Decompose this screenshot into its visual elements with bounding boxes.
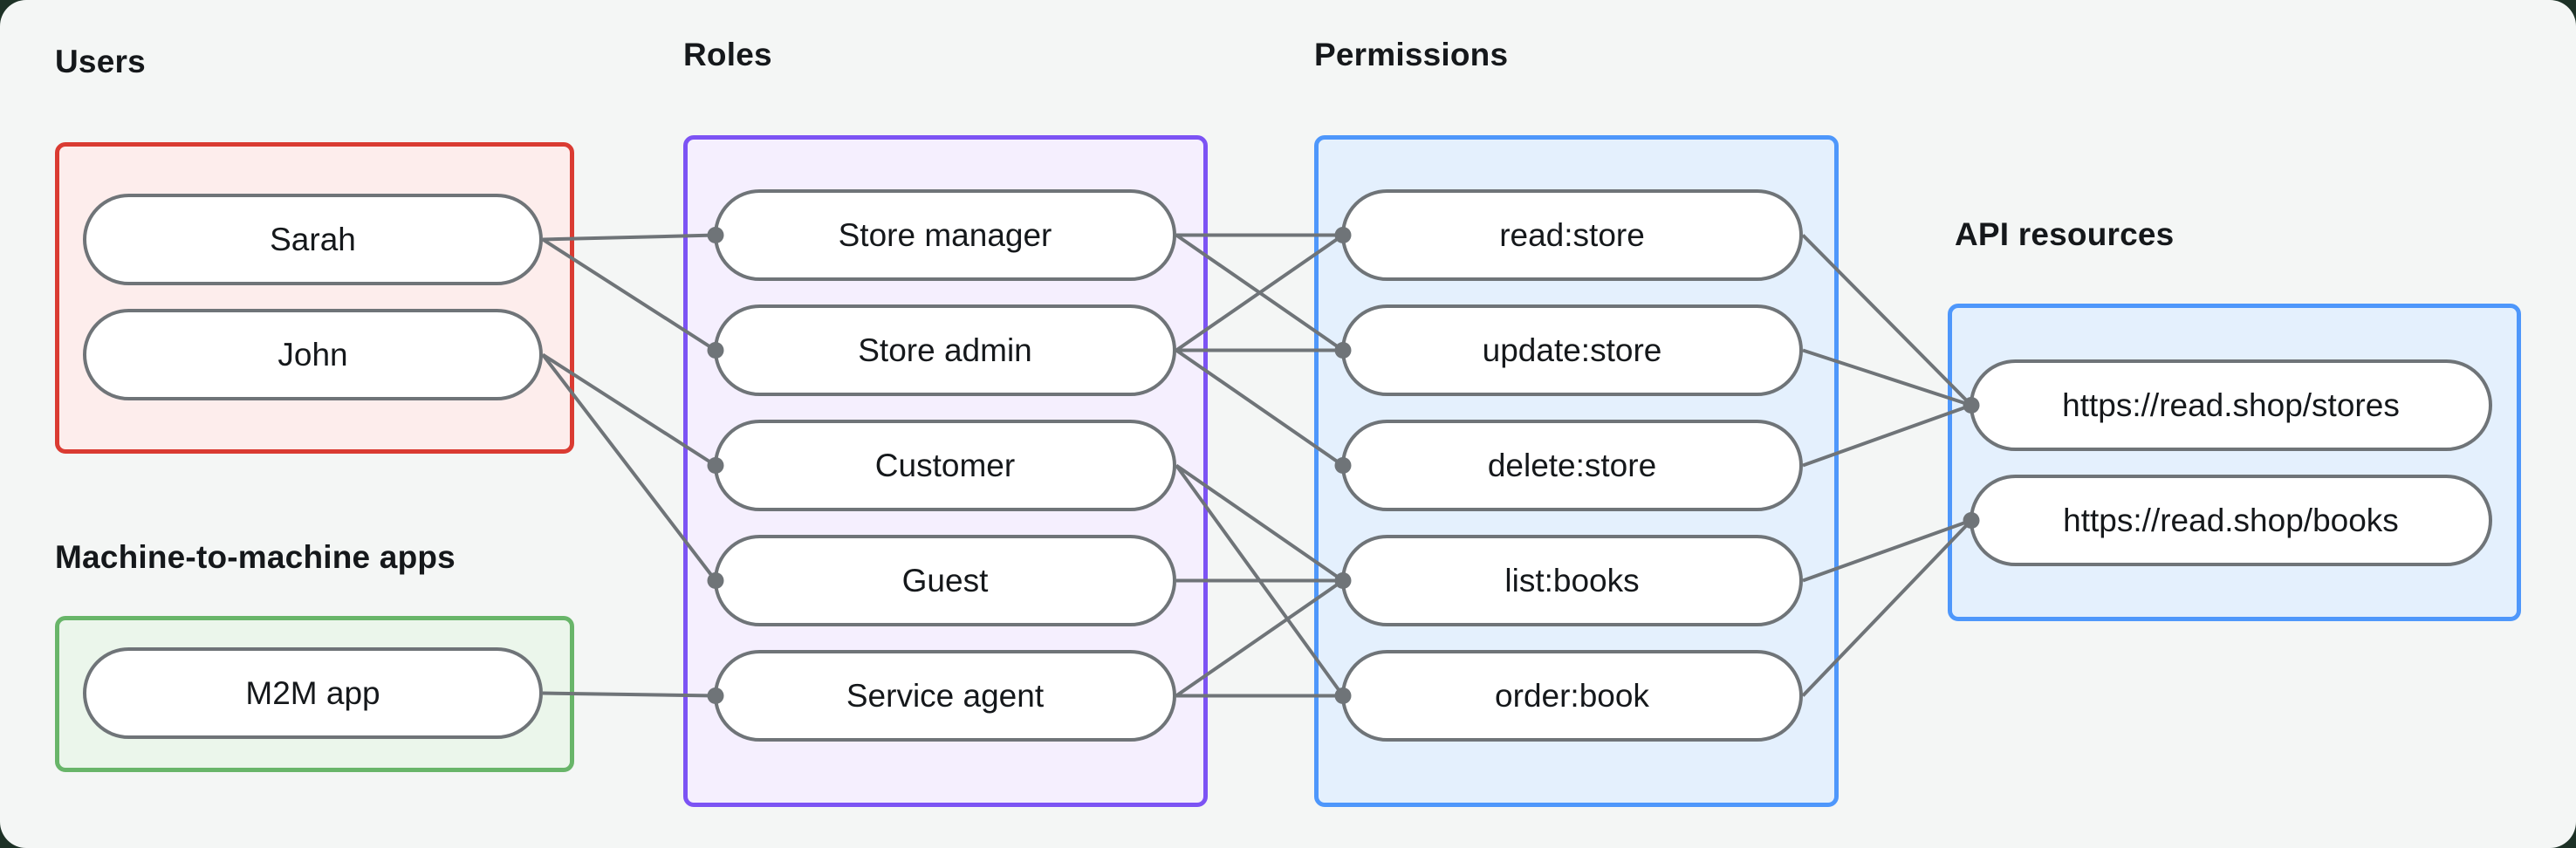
api-node-read-shop-books: https://read.shop/books bbox=[1970, 475, 2492, 566]
role-node-store-admin: Store admin bbox=[714, 304, 1176, 396]
permission-node-order-book: order:book bbox=[1341, 650, 1803, 742]
permission-node-update-store: update:store bbox=[1341, 304, 1803, 396]
permissions-group-title: Permissions bbox=[1314, 37, 1509, 72]
role-node-guest: Guest bbox=[714, 535, 1176, 626]
role-node-service-agent: Service agent bbox=[714, 650, 1176, 742]
api-resources-group-box bbox=[1948, 304, 2521, 621]
user-node-john: John bbox=[83, 309, 543, 400]
api-node-read-shop-stores: https://read.shop/stores bbox=[1970, 359, 2492, 451]
m2m-group-title: Machine-to-machine apps bbox=[55, 539, 456, 575]
user-node-sarah: Sarah bbox=[83, 194, 543, 285]
permission-node-list-books: list:books bbox=[1341, 535, 1803, 626]
role-node-store-manager: Store manager bbox=[714, 189, 1176, 281]
permission-node-read-store: read:store bbox=[1341, 189, 1803, 281]
permission-node-delete-store: delete:store bbox=[1341, 420, 1803, 511]
roles-group-title: Roles bbox=[683, 37, 772, 72]
api-resources-group-title: API resources bbox=[1955, 216, 2175, 252]
users-group-title: Users bbox=[55, 44, 146, 79]
role-node-customer: Customer bbox=[714, 420, 1176, 511]
m2m-app-node: M2M app bbox=[83, 647, 543, 739]
users-group-box bbox=[55, 142, 574, 454]
